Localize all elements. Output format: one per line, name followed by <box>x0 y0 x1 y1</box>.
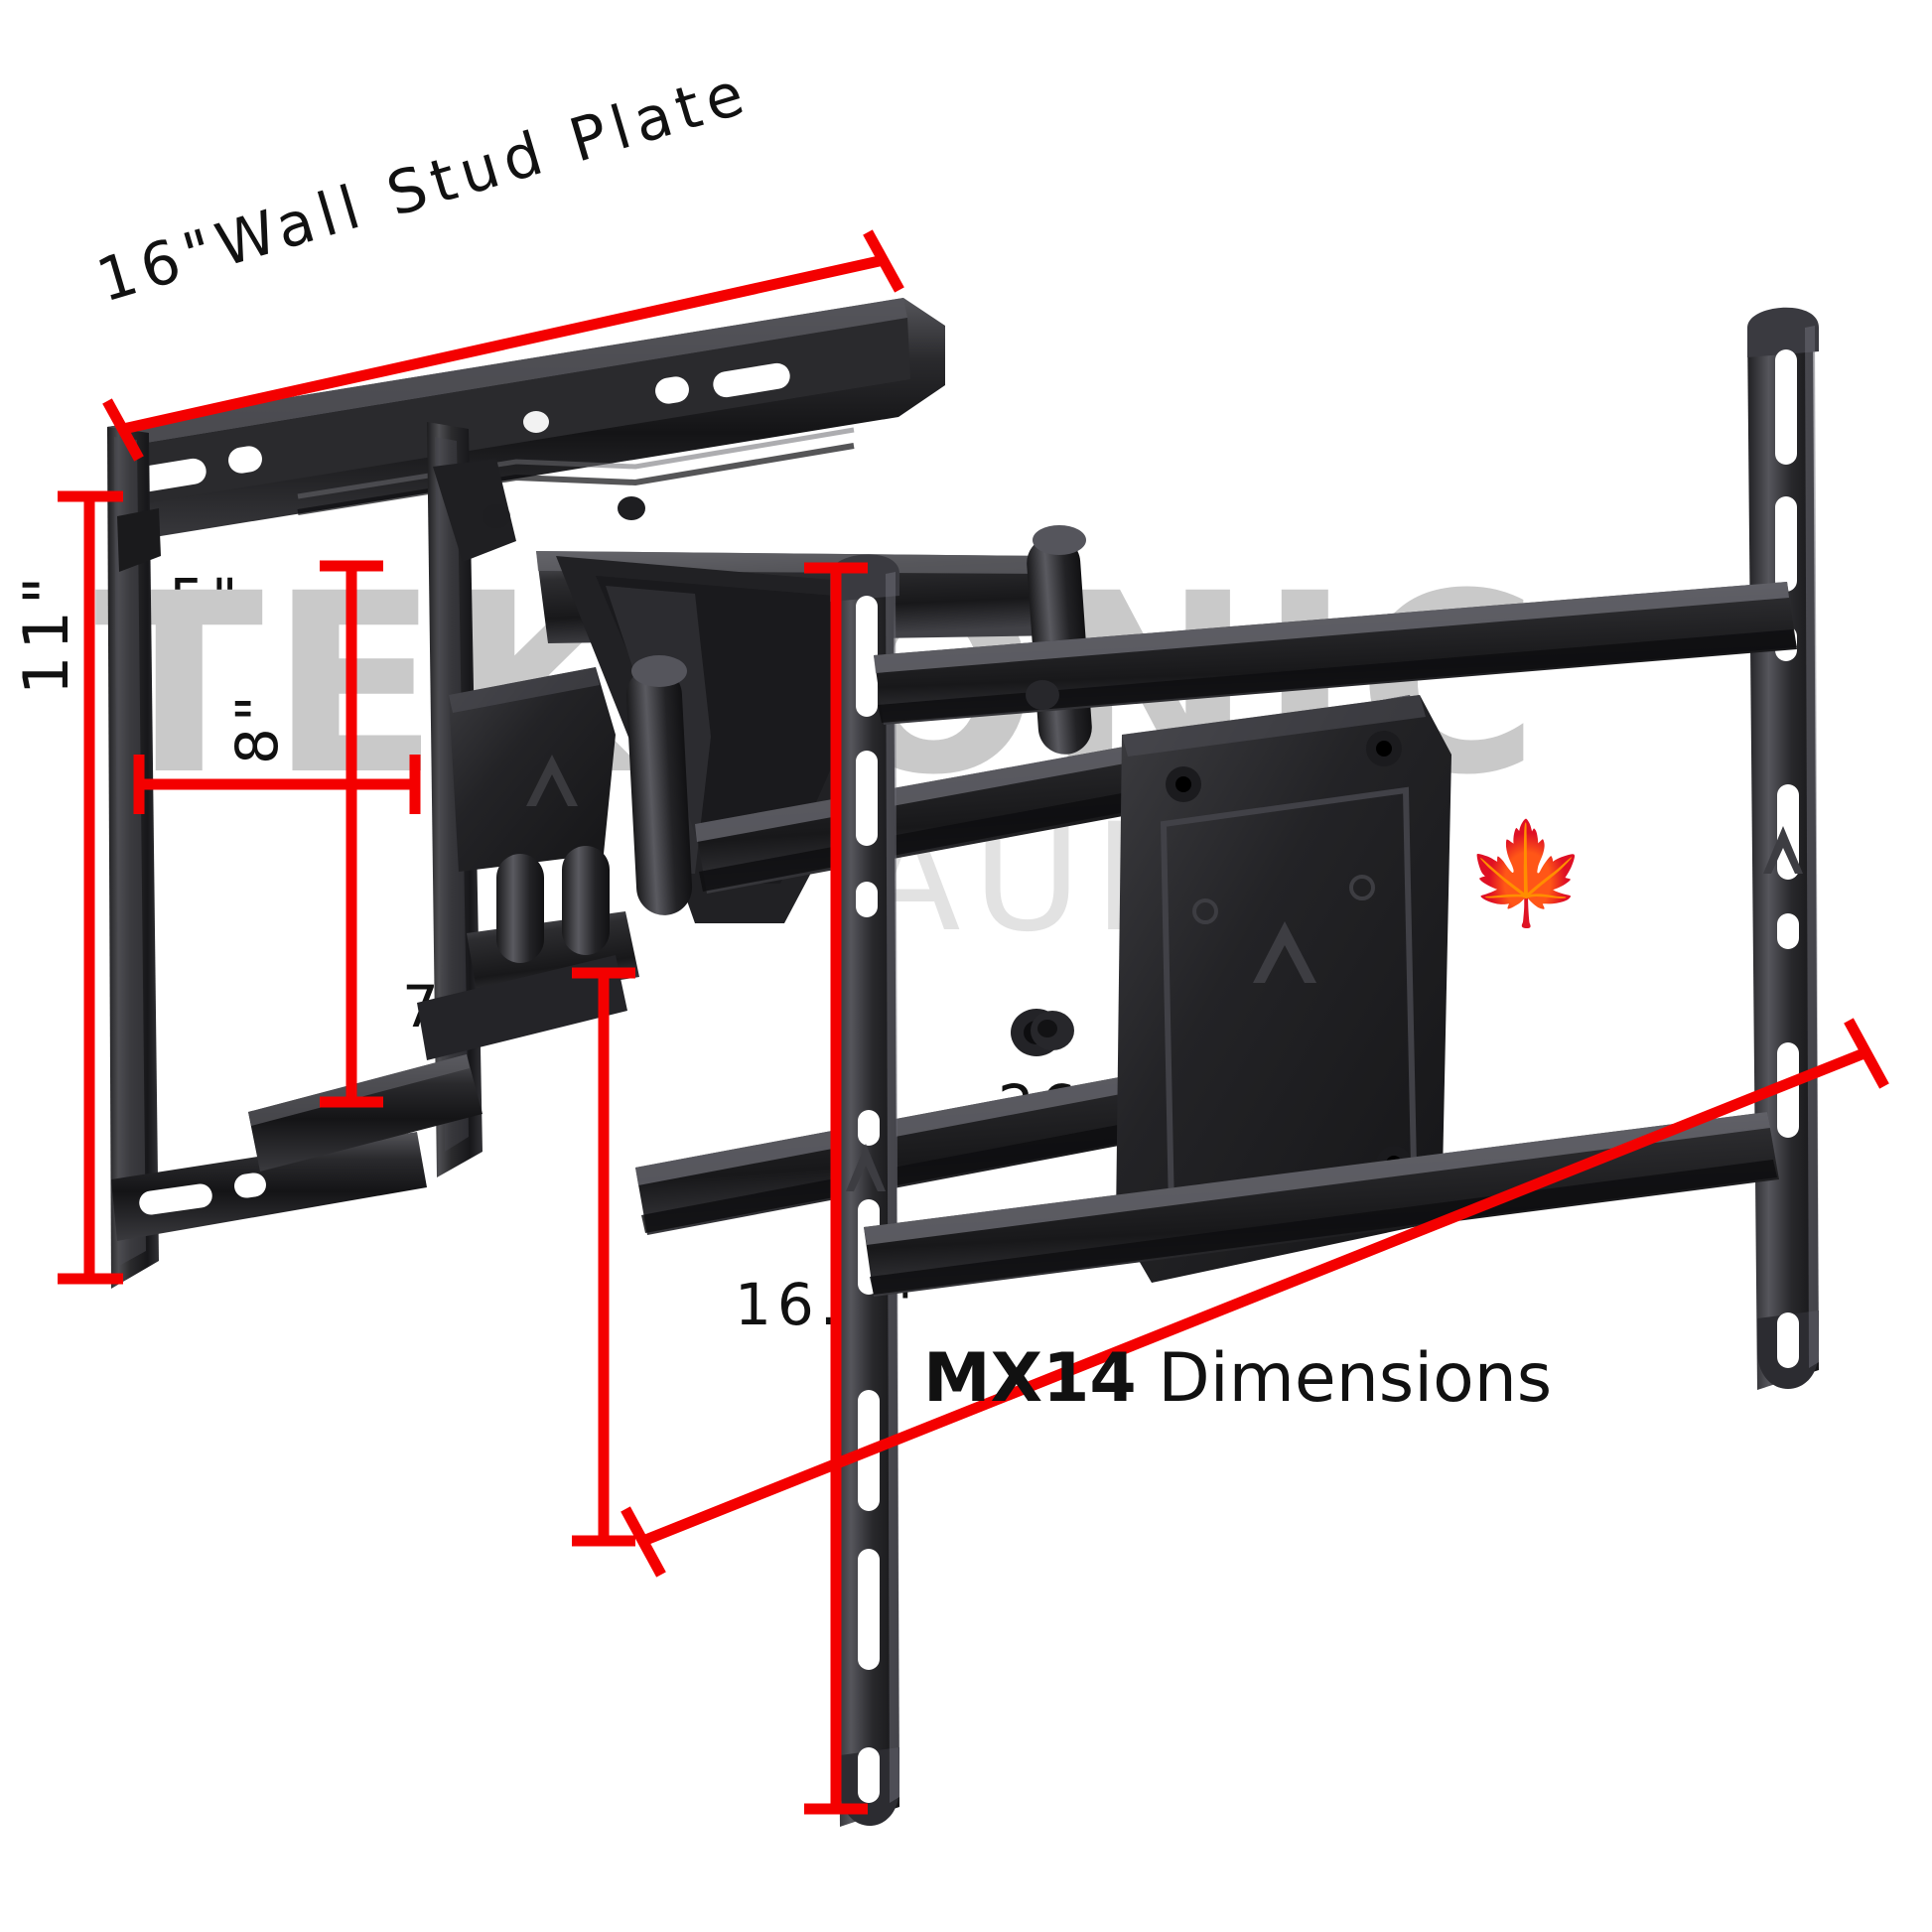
rear-pivot-plate <box>449 667 616 872</box>
product-model: MX14 <box>923 1339 1137 1418</box>
dimension-label-profile-depth: 5" <box>169 566 244 633</box>
title-suffix: Dimensions <box>1158 1339 1553 1418</box>
dimension-line-arm-drop <box>320 560 383 1108</box>
screen-crossbar-top <box>874 582 1797 725</box>
diagram-title: MX14 Dimensions <box>923 1345 1552 1413</box>
dimension-line-overall-height <box>58 490 123 1285</box>
dimension-line-vesa-rail-height <box>804 562 868 1815</box>
screen-crossbar-bottom <box>864 1112 1779 1297</box>
dimension-line-bracket-height <box>572 967 635 1547</box>
dimension-line-wall-stud-plate <box>102 229 904 462</box>
fasteners <box>483 496 1074 1050</box>
dimension-line-profile-depth <box>133 755 421 814</box>
dimension-line-extension <box>621 1018 1889 1578</box>
vesa-rail-left <box>830 554 899 1827</box>
